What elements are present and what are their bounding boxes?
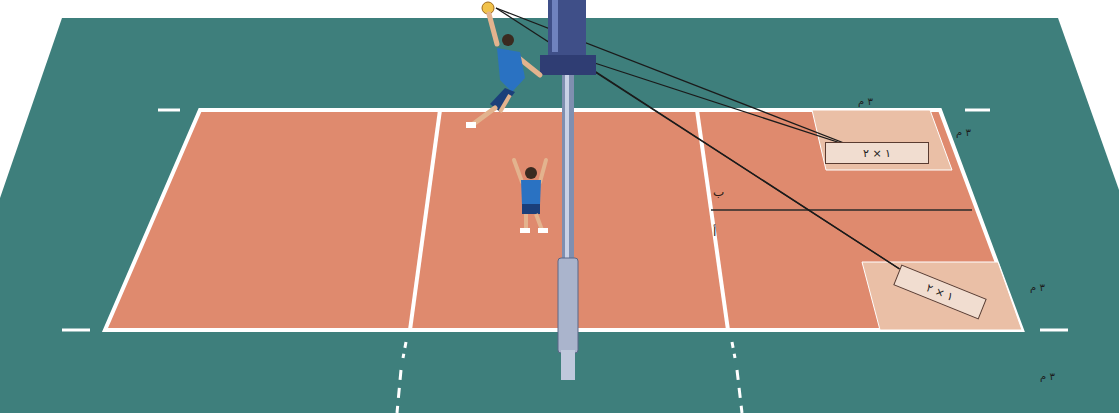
zone-divider — [711, 209, 972, 211]
target-zone — [862, 262, 1022, 330]
target-box: ١ × ٢ — [825, 142, 929, 164]
zone-letter: ب — [713, 186, 724, 198]
distance-label: ٣ م — [956, 128, 971, 138]
attack-line — [410, 110, 440, 330]
zone-letter: أ — [713, 226, 716, 238]
distance-label: ٣ م — [858, 97, 873, 107]
attacking-player — [466, 14, 540, 128]
zone-size: ١ × ٢ — [863, 147, 891, 160]
distance-label: ٣ م — [1030, 283, 1045, 293]
distance-label: ٣ م — [1040, 372, 1055, 382]
attack-line — [697, 110, 728, 330]
blocking-player — [514, 160, 548, 233]
net-post — [540, 0, 596, 380]
floor — [0, 18, 1119, 413]
zone-size: ١ × ٢ — [925, 281, 956, 304]
